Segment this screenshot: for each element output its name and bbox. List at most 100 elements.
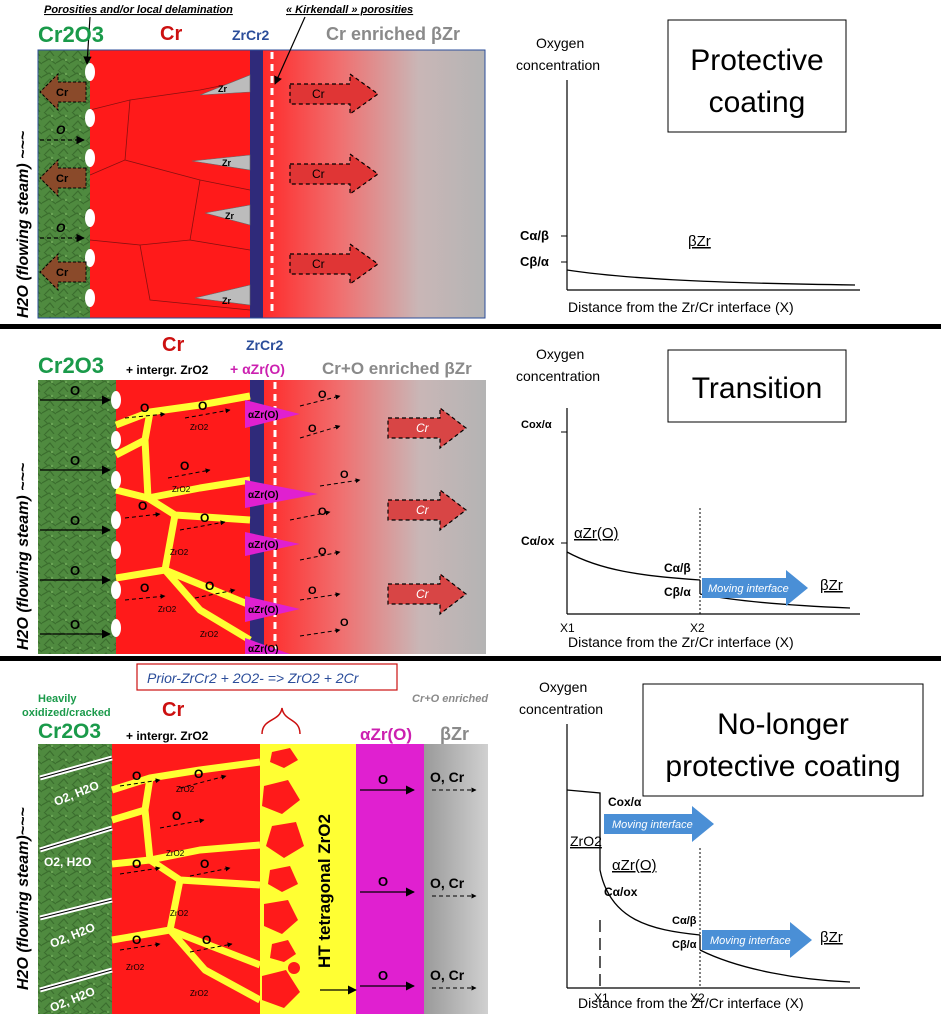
p1-tick-upper: Cα/β	[520, 228, 549, 243]
p3-ocr-label: O, Cr	[430, 769, 465, 785]
p1-wedge-zr-label: Zr	[222, 158, 231, 168]
p2-zro2-label: ZrO2	[158, 605, 177, 614]
p2-o-label: O	[70, 617, 80, 632]
p2-o-label: O	[70, 453, 80, 468]
p3-x1-label: X1	[594, 991, 609, 1005]
p3-reaction: Prior-ZrCr2 + 2O2- => ZrO2 + 2Cr	[147, 670, 360, 686]
p3-beta-header: βZr	[440, 724, 469, 744]
p2-o-label: O	[70, 513, 80, 528]
p3-cr-sub-header: + intergr. ZrO2	[126, 729, 209, 743]
p1-cr-header: Cr	[160, 23, 182, 45]
p2-o-label: O	[205, 579, 214, 593]
p1-y-axis-label: Oxygen	[536, 35, 584, 51]
divider	[0, 324, 941, 329]
p3-o-label: O	[378, 968, 388, 983]
p2-beta-label: βZr	[820, 577, 843, 594]
p2-alpha-wedge-label: αZr(O)	[248, 605, 279, 616]
p2-o-label: O	[308, 423, 317, 435]
p2-alpha-wedge-label: αZr(O)	[248, 644, 279, 655]
p3-o-label: O	[200, 857, 209, 871]
p1-title-line1: Protective	[690, 44, 823, 77]
p2-x-axis-label: Distance from the Zr/Cr interface (X)	[568, 634, 794, 650]
p1-wedge-zr-label: Zr	[218, 84, 227, 94]
p3-o-label: O	[378, 772, 388, 787]
p3-beta-label: βZr	[820, 929, 843, 946]
divider	[0, 656, 941, 661]
p3-cox-label: Cox/α	[608, 795, 642, 809]
p1-beta-header: Cr enriched βZr	[326, 24, 460, 44]
p3-zro2-label: ZrO2	[170, 909, 189, 918]
p2-alpha-label: αZr(O)	[574, 525, 619, 542]
p3-o-label: O	[194, 767, 203, 781]
p3-alpha-curve-label: αZr(O)	[612, 857, 657, 874]
p1-cr-diffusion-label: Cr	[312, 167, 325, 181]
p2-cr-arrow-label: Cr	[416, 421, 430, 435]
p2-ca-b-label: Cα/β	[664, 561, 691, 575]
p1-cr-diffusion-label: Cr	[312, 87, 325, 101]
p2-tick-mid: Cα/ox	[521, 534, 555, 548]
p3-ocr-label: O, Cr	[430, 875, 465, 891]
p1-oxide-header: Cr2O3	[38, 22, 104, 47]
p1-annotation-kirkendall: « Kirkendall » porosities	[286, 4, 413, 16]
p2-o-label: O	[308, 585, 317, 597]
p2-tick-top: Cox/α	[521, 419, 552, 431]
p1-zrcr2-layer	[250, 50, 263, 318]
p2-o-label: O	[180, 459, 189, 473]
p3-o-label: O	[132, 769, 141, 783]
p1-cr-arrow-label: Cr	[56, 87, 69, 99]
p2-o-label: O	[318, 389, 327, 401]
p1-cr-inward-arrows	[289, 72, 380, 286]
p2-o-label: O	[198, 399, 207, 413]
p2-alpha-wedge-label: αZr(O)	[248, 540, 279, 551]
p3-beta-top: Cr+O enriched	[412, 693, 488, 705]
p2-x1-label: X1	[560, 621, 575, 635]
p1-annotation-porosities: Porosities and/or local delamination	[44, 4, 233, 16]
p3-alpha-layer	[356, 744, 424, 1014]
p3-moving-interface: Moving interface	[710, 935, 791, 947]
p2-zro2-label: ZrO2	[172, 485, 191, 494]
p3-y-axis-label: Oxygen	[539, 679, 587, 695]
p1-y-axis-line: Oxygen	[536, 35, 584, 51]
p1-title-line2: coating	[709, 86, 806, 119]
p1-o-arrow-label: O	[56, 221, 66, 235]
p1-wedge-zr-label: Zr	[222, 296, 231, 306]
p2-o-label: O	[140, 581, 149, 595]
p2-cr-arrows	[387, 406, 467, 616]
p3-oxide-layer	[38, 744, 112, 1014]
p2-cr-arrow-label: Cr	[416, 503, 430, 517]
p2-moving-interface: Moving interface	[708, 583, 789, 595]
p2-oxygen-profile-chart	[561, 408, 860, 615]
p3-x-axis-label: Distance from the Zr/Cr interface (X)	[578, 995, 804, 1011]
p3-zro2-curve-label: ZrO2	[570, 833, 602, 849]
p2-o-label: O	[340, 469, 349, 481]
p3-heavily-line1: Heavily	[38, 693, 77, 705]
p2-zro2-label: ZrO2	[200, 630, 219, 639]
p2-oxide-layer	[38, 380, 116, 654]
p3-o-label: O	[132, 857, 141, 871]
p1-o-arrow-label: O	[56, 123, 66, 137]
p3-alpha-header: αZr(O)	[360, 725, 412, 744]
p3-moving-interface: Moving interface	[612, 819, 693, 831]
p1-oxygen-profile-chart	[561, 80, 860, 291]
p2-cr-arrow-label: Cr	[416, 587, 430, 601]
p3-x2-label: X2	[690, 991, 705, 1005]
p3-zro2-label: ZrO2	[176, 785, 195, 794]
p3-ca-b-label: Cα/β	[672, 915, 697, 927]
p2-o-label: O	[138, 499, 147, 513]
p1-cr-diffusion-label: Cr	[312, 257, 325, 271]
p2-alpha-header: + αZr(O)	[230, 361, 285, 377]
p3-cox2-label: Cα/ox	[604, 885, 638, 899]
p3-o-label: O	[202, 933, 211, 947]
p2-zro2-label: ZrO2	[190, 423, 209, 432]
p1-cr-outward-arrows	[39, 72, 87, 292]
p2-x2-label: X2	[690, 621, 705, 635]
p1-tick-lower: Cβ/α	[520, 254, 549, 269]
panel-transition: αZr(O) αZr(O) αZr(O) αZr(O) αZr(O) O O O…	[15, 334, 860, 655]
p2-o-label: O	[200, 511, 209, 525]
panel-protective: Zr Zr Zr Zr Cr Cr Cr O O Cr Cr Cr Porosi…	[15, 4, 860, 319]
p2-oxide-header: Cr2O3	[38, 353, 104, 378]
p1-cr-arrow-label: Cr	[56, 267, 69, 279]
p2-o-label: O	[70, 563, 80, 578]
p3-cr-header: Cr	[162, 699, 184, 721]
